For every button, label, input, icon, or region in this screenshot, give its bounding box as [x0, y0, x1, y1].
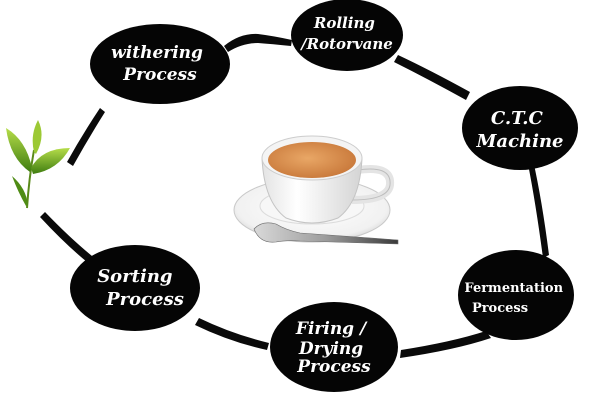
stage-node-firing: Firing / Drying Process [270, 302, 398, 392]
stage-label-line: Drying [298, 339, 363, 359]
tea-leaf-sprout-icon [6, 120, 70, 209]
stage-label-line: Machine [475, 131, 563, 152]
stage-label-line: Rolling [313, 14, 375, 32]
svg-text:C.T.C Machine: C.T.C Machine [475, 108, 563, 152]
stage-label-line: Process [296, 357, 371, 377]
connector-leaf-withering [67, 108, 105, 166]
svg-text:Firing / Drying Pr: Firing / Drying Process [295, 319, 372, 377]
connector-fermentation-firing [400, 331, 491, 358]
stage-label-line: withering [111, 43, 203, 63]
connector-rolling-ctc [394, 55, 470, 100]
svg-text:withering Process: withering Process [111, 43, 209, 85]
stage-label-line: Fermentation [464, 281, 563, 296]
connector-firing-sorting [195, 318, 269, 350]
stage-node-fermentation: Fermentation Process [458, 250, 574, 340]
stage-node-ctc: C.T.C Machine [462, 86, 578, 170]
stage-label-line: C.T.C [491, 108, 544, 129]
stage-label-line: Process [122, 65, 197, 85]
connectors [40, 33, 549, 358]
connector-sorting-leaf [40, 212, 92, 262]
stage-node-sorting: Sorting Process [70, 245, 200, 331]
stage-label-line: /Rotorvane [299, 35, 393, 53]
stage-label-line: Process [105, 289, 184, 310]
stage-label-line: Sorting [97, 266, 172, 287]
stage-label-line: Process [472, 301, 528, 316]
stage-node-withering: withering Process [90, 24, 230, 104]
tea-cup-with-spoon-icon [233, 135, 399, 245]
connector-ctc-fermentation [528, 160, 549, 258]
svg-text:Sorting Process: Sorting Process [97, 266, 184, 310]
stage-label-line: Firing / [295, 319, 368, 339]
svg-text:Fermentation Process: Fermentation Process [464, 281, 567, 316]
svg-text:Rolling /Rotorvane: Rolling /Rotorvane [299, 14, 393, 53]
stage-node-rolling: Rolling /Rotorvane [291, 0, 403, 71]
connector-withering-rolling [224, 33, 292, 52]
